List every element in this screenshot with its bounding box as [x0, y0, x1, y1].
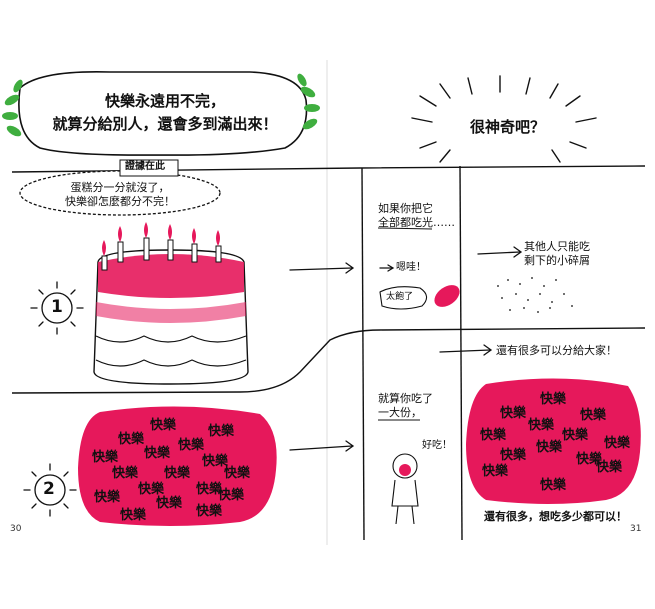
- headline-line-1: 快樂永遠用不完，: [104, 92, 225, 110]
- happy-word: 快樂: [482, 464, 509, 479]
- happy-word: 快樂: [576, 452, 603, 467]
- sun-1: [30, 281, 84, 335]
- happy-word: 快樂: [202, 454, 229, 469]
- crumbs: [497, 277, 573, 313]
- panel-1-caption-line-1: 如果你把它: [378, 202, 433, 215]
- happy-word: 快樂: [500, 448, 527, 463]
- arrows: [289, 246, 523, 452]
- panel-2-bottom-text: 還有很多，想吃多少都可以！: [484, 510, 627, 523]
- panel-1-caption: 如果你把它 全部都吃光……: [378, 202, 455, 230]
- happy-word: 快樂: [196, 504, 223, 519]
- panel-1-full: 太飽了: [386, 292, 414, 302]
- thought-bubble-text: 蛋糕分一分就沒了， 快樂卻怎麼都分不完！: [40, 181, 200, 209]
- panel-1-result: 其他人只能吃 剩下的小碎屑: [524, 240, 590, 268]
- sun-2: [23, 463, 77, 517]
- happy-word: 快樂: [144, 446, 171, 461]
- happy-word: 快樂: [196, 482, 223, 497]
- happy-word: 快樂: [156, 496, 183, 511]
- panel-frame: [11, 165, 646, 541]
- exclaim-title: 很神奇吧？: [470, 118, 546, 136]
- headline: 快樂永遠用不完， 就算分給別人，還會多到滿出來！: [30, 90, 300, 137]
- headline-line-2: 就算分給別人，還會多到滿出來！: [52, 115, 278, 134]
- caption-underlines: [377, 227, 433, 421]
- panel-1-result-line-1: 其他人只能吃: [524, 240, 590, 253]
- evidence-tag: 證據在此: [125, 161, 165, 172]
- full-character: [379, 286, 428, 310]
- panel-2-sound: 好吃！: [422, 440, 452, 451]
- happy-word: 快樂: [562, 428, 589, 443]
- happy-word: 快樂: [208, 424, 235, 439]
- happiness-blob-left: [78, 406, 277, 526]
- happy-word: 快樂: [500, 406, 527, 421]
- happy-word: 快樂: [164, 466, 191, 481]
- cake: [93, 222, 249, 385]
- happy-word: 快樂: [528, 418, 555, 433]
- happy-word: 快樂: [112, 466, 139, 481]
- happy-word: 快樂: [118, 432, 145, 447]
- happiness-blob-right: [466, 378, 641, 504]
- cake-piece: [434, 285, 460, 307]
- happy-word: 快樂: [604, 436, 631, 451]
- panel-2-caption: 就算你吃了 一大份，: [378, 392, 433, 420]
- thought-bubble-line-2: 快樂卻怎麼都分不完！: [65, 194, 175, 208]
- happy-word: 快樂: [150, 418, 177, 433]
- happy-word: 快樂: [580, 408, 607, 423]
- happy-word: 快樂: [218, 488, 245, 503]
- happy-word: 快樂: [92, 450, 119, 465]
- page-number-right: 31: [630, 524, 642, 534]
- thought-bubble-line-1: 蛋糕分一分就沒了，: [70, 181, 170, 194]
- panel-2-caption-line-1: 就算你吃了: [378, 392, 433, 405]
- smiling-character: [391, 453, 419, 525]
- happy-word: 快樂: [540, 392, 567, 407]
- happy-word: 快樂: [480, 428, 507, 443]
- happy-word: 快樂: [138, 482, 165, 497]
- happy-word: 快樂: [178, 438, 205, 453]
- happy-word: 快樂: [224, 466, 251, 481]
- headline-frame: [2, 71, 320, 156]
- step-1-number: 1: [51, 297, 63, 317]
- panel-2-caption-line-2: 一大份，: [378, 405, 422, 419]
- exclaim-rays: [411, 75, 597, 163]
- happy-word: 快樂: [120, 508, 147, 523]
- happy-word: 快樂: [536, 440, 563, 455]
- evidence-tag-box: [119, 159, 179, 177]
- happy-word: 快樂: [596, 460, 623, 475]
- step-2-number: 2: [43, 479, 55, 499]
- panel-1-result-line-2: 剩下的小碎屑: [524, 253, 590, 267]
- panel-1-caption-line-2: 全部都吃光……: [378, 215, 455, 229]
- happy-word: 快樂: [540, 478, 567, 493]
- happy-word: 快樂: [94, 490, 121, 505]
- panel-1-sound: 嗯哇！: [396, 262, 426, 273]
- page-number-left: 30: [10, 524, 22, 534]
- panel-2-arrow-text: 還有很多可以分給大家！: [496, 344, 617, 357]
